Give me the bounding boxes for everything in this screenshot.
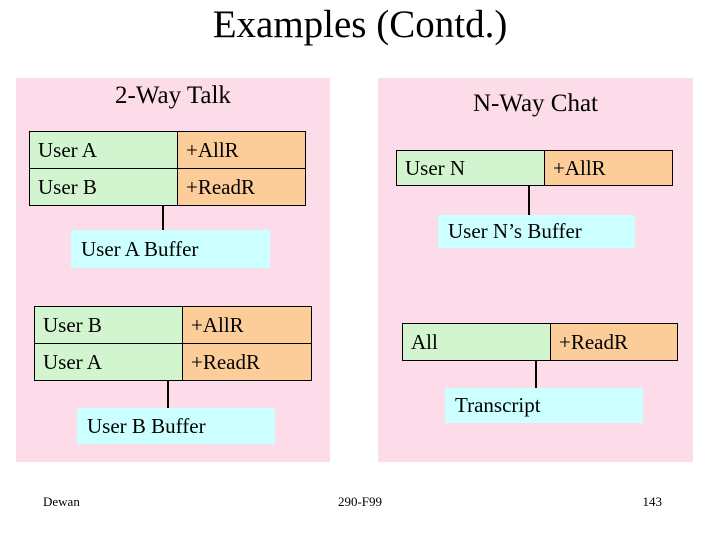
table-row: User A +ReadR <box>34 343 312 381</box>
acl-cell-right: +AllR <box>177 131 306 169</box>
panel-2way-talk: 2-Way Talk User A +AllR User B +ReadR Us… <box>16 78 330 462</box>
table-row: User A +AllR <box>29 131 306 169</box>
connector-line <box>528 185 530 215</box>
acl-cell-user: User B <box>34 306 183 344</box>
acl-table-user-b: User B +AllR User A +ReadR <box>34 306 312 381</box>
slide-title: Examples (Contd.) <box>212 3 508 46</box>
acl-cell-right: +AllR <box>182 306 312 344</box>
buffer-box-transcript: Transcript <box>445 388 643 423</box>
buffer-box-user-a: User A Buffer <box>71 230 270 268</box>
acl-cell-right: +ReadR <box>550 323 678 361</box>
panel-title-nway-chat: N-Way Chat <box>472 90 599 117</box>
acl-table-all: All +ReadR <box>402 323 678 361</box>
buffer-box-user-n: User N’s Buffer <box>438 215 635 248</box>
buffer-box-user-b: User B Buffer <box>77 408 275 444</box>
connector-line <box>535 360 537 388</box>
panel-nway-chat: N-Way Chat User N +AllR User N’s Buffer … <box>378 78 693 462</box>
connector-line <box>162 205 164 230</box>
acl-cell-user: All <box>402 323 551 361</box>
acl-cell-user: User B <box>29 168 178 206</box>
acl-cell-right: +ReadR <box>177 168 306 206</box>
acl-table-user-n: User N +AllR <box>396 150 673 186</box>
acl-cell-right: +ReadR <box>182 343 312 381</box>
panel-title-2way-talk: 2-Way Talk <box>115 82 231 109</box>
footer-page-number: 143 <box>642 494 663 509</box>
table-row: All +ReadR <box>402 323 678 361</box>
table-row: User B +ReadR <box>29 168 306 206</box>
acl-cell-user: User A <box>34 343 183 381</box>
footer-author: Dewan <box>43 494 80 509</box>
table-row: User N +AllR <box>396 150 673 186</box>
acl-cell-right: +AllR <box>544 150 673 186</box>
footer-course: 290-F99 <box>337 494 383 509</box>
acl-cell-user: User N <box>396 150 545 186</box>
connector-line <box>167 381 169 408</box>
table-row: User B +AllR <box>34 306 312 344</box>
acl-cell-user: User A <box>29 131 178 169</box>
acl-table-user-a: User A +AllR User B +ReadR <box>29 131 306 206</box>
